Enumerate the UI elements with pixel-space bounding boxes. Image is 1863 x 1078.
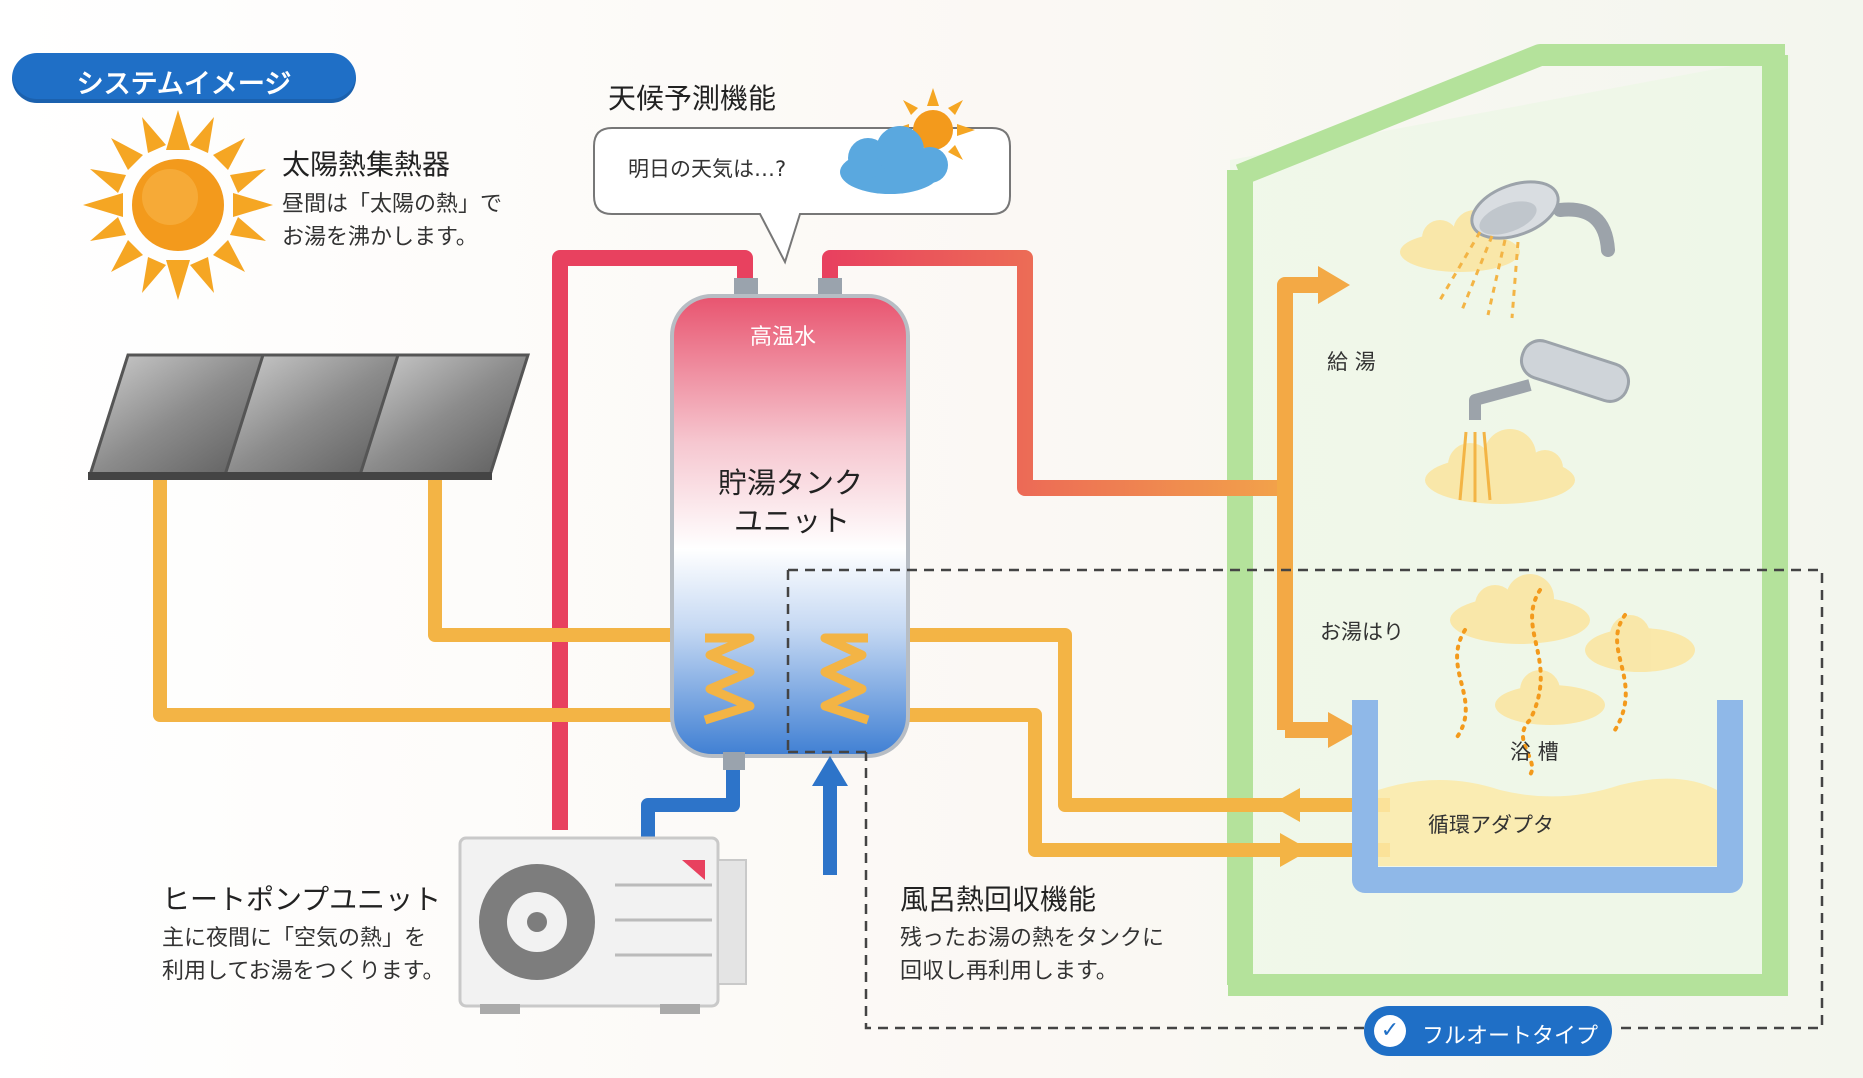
- heat-pump-desc-1: 主に夜間に「空気の熱」を: [162, 926, 427, 951]
- bathtub-icon: [1352, 700, 1743, 893]
- solar-loop-pipes: [153, 480, 700, 722]
- recovery-dashed-frame: [786, 568, 1824, 1030]
- hot-water-pipes: [552, 250, 1360, 830]
- bath-recovery-desc-1: 残ったお湯の熱をタンクに: [900, 926, 1165, 951]
- full-auto-type-badge: ✓ フルオートタイプ: [1364, 1006, 1612, 1056]
- cold-water-pipes: [641, 756, 848, 875]
- tank-name-line2: ユニット: [734, 504, 851, 538]
- weather-forecast-title: 天候予測機能: [608, 82, 777, 115]
- full-auto-type-label: フルオートタイプ: [1422, 1024, 1599, 1049]
- small-sun-icon: [891, 88, 975, 172]
- sun-icon: [83, 110, 273, 300]
- solar-collector-desc-2: お湯を沸かします。: [282, 225, 478, 250]
- solar-panels: [87, 353, 531, 480]
- faucet-icon: [1458, 339, 1630, 502]
- bath-recovery-desc-2: 回収し再利用します。: [900, 959, 1118, 984]
- system-image-badge: システムイメージ: [12, 53, 356, 103]
- badge-label: システムイメージ: [76, 69, 292, 100]
- cloud-icon: [840, 126, 948, 194]
- weather-bubble-text: 明日の天気は…?: [628, 157, 787, 181]
- shower-head-icon: [1438, 180, 1615, 319]
- storage-tank: [670, 278, 910, 770]
- bathtub-label: 浴 槽: [1510, 740, 1559, 764]
- tank-top-label: 高温水: [750, 325, 817, 350]
- bath-recovery-pipes: [860, 628, 1390, 867]
- tank-name-line1: 貯湯タンク: [718, 466, 864, 500]
- steam-dots: [1453, 588, 1628, 777]
- heat-pump-desc-2: 利用してお湯をつくります。: [162, 959, 445, 984]
- circulation-adapter-label: 循環アダプタ: [1428, 813, 1554, 837]
- hot-water-supply-label: 給 湯: [1327, 350, 1376, 374]
- heat-pump-unit: [458, 836, 747, 1014]
- bath-fill-label: お湯はり: [1320, 620, 1404, 644]
- solar-collector-desc-1: 昼間は「太陽の熱」で: [282, 192, 503, 217]
- solar-collector-title: 太陽熱集熱器: [282, 148, 451, 181]
- bath-recovery-title: 風呂熱回収機能: [900, 883, 1097, 916]
- heat-pump-title: ヒートポンプユニット: [162, 883, 442, 916]
- check-circle-icon: ✓: [1374, 1015, 1406, 1047]
